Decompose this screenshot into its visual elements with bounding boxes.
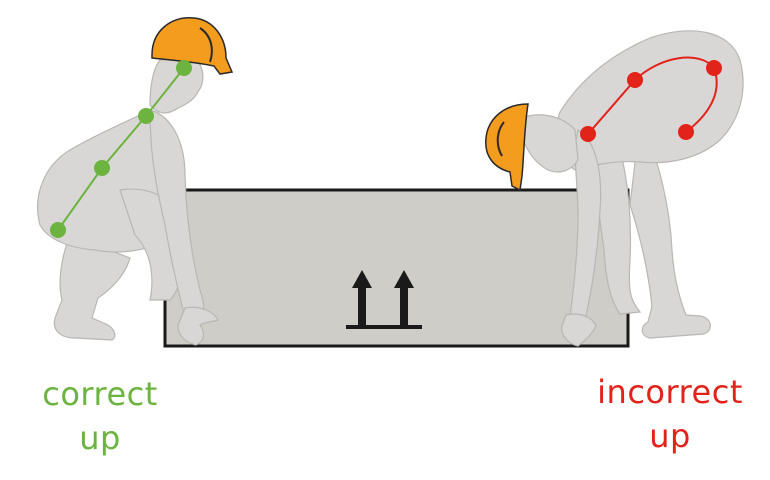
caption-correct: correct up — [20, 372, 180, 460]
box — [163, 188, 630, 348]
right-hard-hat-icon — [485, 103, 529, 192]
caption-correct-line2: up — [79, 419, 121, 457]
caption-correct-line1: correct — [42, 375, 158, 413]
right-back-leg — [629, 117, 711, 339]
caption-incorrect-line2: up — [649, 417, 691, 455]
right-hand — [561, 313, 597, 347]
incorrect-spine-indicator — [580, 56, 722, 142]
caption-incorrect-line1: incorrect — [597, 373, 743, 411]
this-way-up-arrows-icon — [346, 270, 422, 329]
caption-incorrect: incorrect up — [580, 370, 760, 458]
correct-spine-indicator — [50, 60, 192, 238]
worker-squatting-figure — [37, 57, 219, 346]
worker-bending-figure — [519, 30, 744, 347]
left-hand — [177, 306, 219, 346]
left-foot — [53, 234, 131, 341]
right-torso — [556, 30, 744, 171]
box-body — [163, 188, 630, 348]
right-head — [519, 114, 579, 173]
